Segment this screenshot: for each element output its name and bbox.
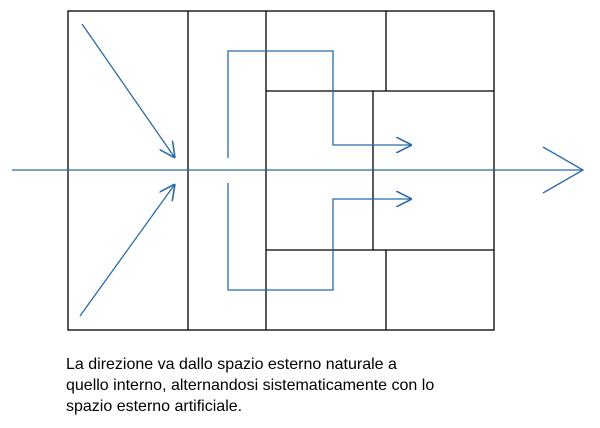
caption: La direzione va dallo spazio esterno nat… [66,354,566,417]
caption-line-2: quello interno, alternandosi sistematica… [66,377,435,394]
caption-line-1: La direzione va dallo spazio esterno nat… [66,356,397,373]
diagonal-arrow-top [81,23,175,158]
direction-arrows [12,23,585,317]
diagonal-arrow-bottom [79,184,175,317]
caption-line-3: spazio esterno artificiale. [66,398,243,415]
spatial-sequence-diagram [12,10,585,331]
lower-path-arrow [227,183,412,291]
upper-path-arrow [227,50,412,158]
main-axis-arrowhead [542,146,585,194]
